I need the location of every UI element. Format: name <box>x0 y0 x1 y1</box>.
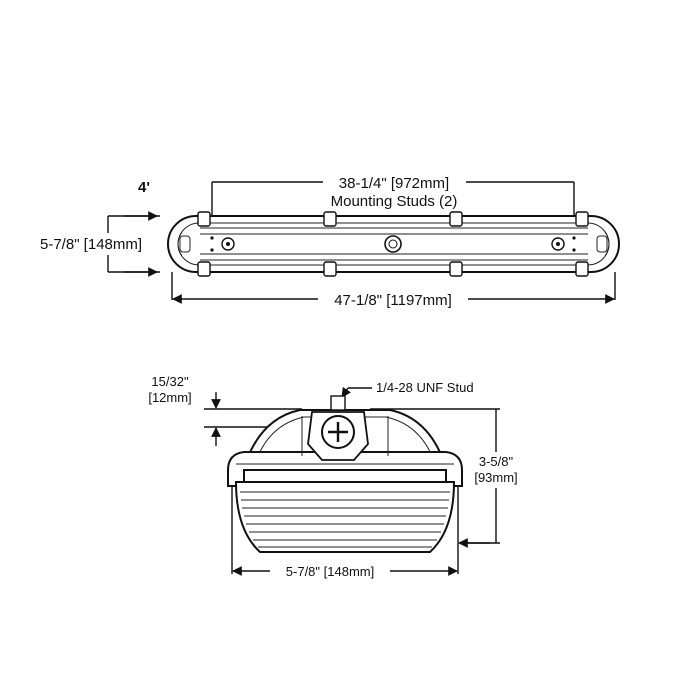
end-width-label: 5-7/8" [148mm] <box>286 564 374 579</box>
mounting-stud-right <box>551 236 576 252</box>
stud-callout-label: 1/4-28 UNF Stud <box>376 380 474 395</box>
size-tag: 4' <box>138 179 150 196</box>
top-view: 4' 38-1/4" [972mm] Mounting Studs (2) <box>40 175 620 309</box>
fixture-clips <box>197 211 589 277</box>
stud-offset-label-line2: [12mm] <box>148 390 191 405</box>
stud-knob <box>307 395 369 461</box>
stud-spacing-label: 38-1/4" [972mm] <box>339 175 449 192</box>
length-label: 47-1/8" [1197mm] <box>334 292 452 309</box>
height-label-line2: [93mm] <box>474 470 517 485</box>
mounting-studs-caption: Mounting Studs (2) <box>331 193 458 210</box>
end-view: 15/32" [12mm] 1/4-28 UNF Stud <box>148 374 517 579</box>
center-fitting <box>384 235 402 253</box>
height-label-line1: 3-5/8" <box>479 454 514 469</box>
mounting-stud-left <box>210 236 235 252</box>
stud-offset-label-line1: 15/32" <box>151 374 189 389</box>
width-label: 5-7/8" [148mm] <box>40 236 142 253</box>
